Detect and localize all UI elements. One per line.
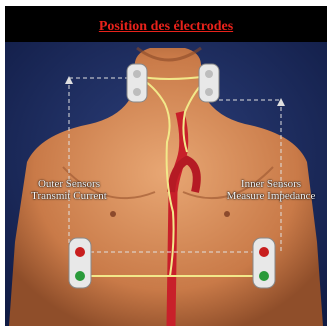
nipple-right bbox=[224, 211, 230, 217]
inner-sensors-line1: Inner Sensors bbox=[217, 178, 325, 190]
inner-sensors-label: Inner Sensors Measure Impedance bbox=[217, 178, 325, 202]
outer-sensors-line2: Transmit Current bbox=[15, 190, 123, 202]
torso-electrode-right bbox=[253, 238, 275, 288]
torso-electrode-left bbox=[69, 238, 91, 288]
outer-sensors-label: Outer Sensors Transmit Current bbox=[15, 178, 123, 202]
inner-sensors-line2: Measure Impedance bbox=[217, 190, 325, 202]
outer-sensors-line1: Outer Sensors bbox=[15, 178, 123, 190]
page-title: Position des électrodes bbox=[5, 19, 327, 35]
neck-electrode-right bbox=[199, 64, 219, 102]
neck-electrode-left bbox=[127, 64, 147, 102]
illustration-frame: Position des électrodes bbox=[5, 6, 327, 326]
nipple-left bbox=[110, 211, 116, 217]
